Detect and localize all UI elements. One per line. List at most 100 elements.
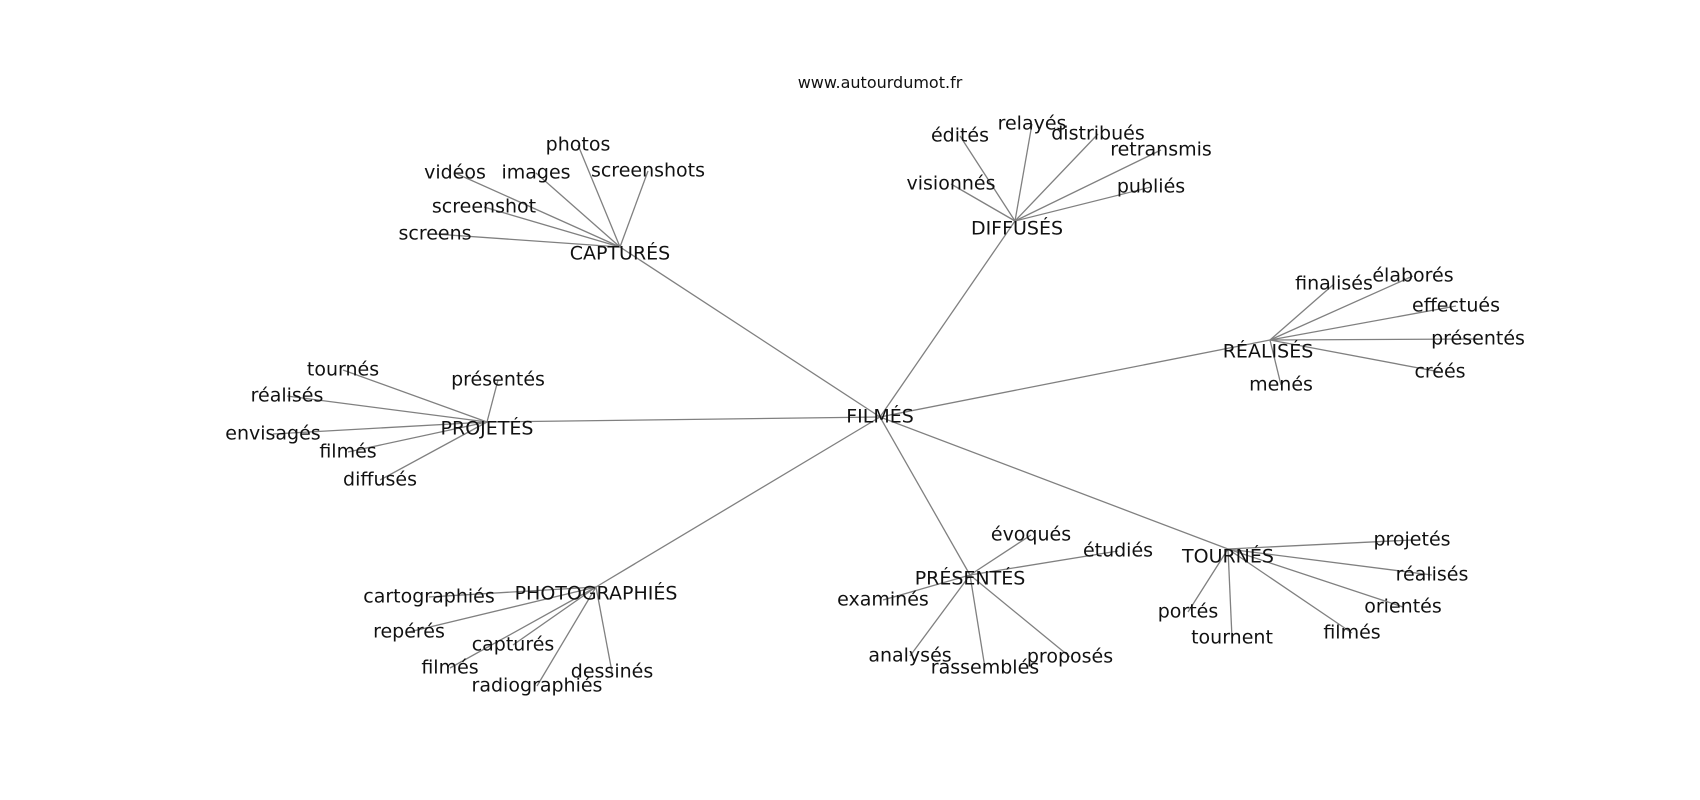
leaf-node: capturés (472, 634, 555, 656)
leaf-node: filmés (421, 657, 478, 679)
edge-photographies-leaf (512, 586, 597, 646)
edge-photographies-leaf (595, 586, 613, 673)
hub-node-captures: CAPTURÉS (570, 242, 671, 265)
leaf-node: photos (546, 134, 611, 156)
leaf-node: images (501, 162, 570, 184)
leaf-node: projetés (1373, 529, 1450, 551)
leaf-node: portés (1158, 601, 1219, 623)
leaf-node: menés (1249, 374, 1313, 396)
hub-node-projetes: PROJETÉS (441, 417, 534, 440)
hub-node-presentes: PRÉSENTÉS (915, 567, 1026, 590)
edge-presentes-leaf (882, 574, 971, 601)
leaf-node: filmés (319, 441, 376, 463)
edge-center-tournes (879, 416, 1229, 550)
edge-center-presentes (879, 416, 971, 576)
edge-diffuses-leaf (950, 183, 1016, 222)
leaf-node: effectués (1412, 295, 1500, 317)
edge-tournes-leaf (1227, 548, 1404, 608)
edge-center-diffuses (879, 220, 1016, 418)
leaf-node: réalisés (1396, 564, 1469, 586)
leaf-node: cartographiés (363, 586, 494, 608)
edge-diffuses-leaf (1014, 149, 1162, 222)
edge-diffuses-leaf (959, 135, 1016, 222)
edge-projetes-leaf (347, 421, 488, 453)
leaf-node: relayés (998, 113, 1067, 135)
edges-layer (272, 123, 1479, 687)
edge-center-photographies (595, 416, 881, 588)
site-url: www.autourdumot.fr (798, 73, 963, 92)
edge-presentes-leaf (969, 550, 1119, 576)
edge-captures-leaf (535, 172, 621, 248)
edge-presentes-leaf (969, 574, 1071, 658)
leaf-node: screenshots (591, 160, 705, 182)
leaf-node: présentés (451, 369, 545, 391)
edge-center-projetes (486, 416, 881, 423)
edge-tournes-leaf (1187, 548, 1229, 613)
leaf-node: vidéos (424, 162, 486, 184)
leaf-node: examinés (837, 589, 929, 611)
edge-realises-leaf (1269, 339, 1441, 373)
leaf-node: édités (931, 125, 989, 147)
edge-projetes-leaf (379, 421, 488, 481)
edge-realises-leaf (1269, 338, 1479, 341)
leaf-node: orientés (1364, 596, 1441, 618)
hub-node-diffuses: DIFFUSÉS (971, 217, 1063, 240)
edge-realises-leaf (1269, 305, 1457, 341)
edge-center-captures (619, 246, 881, 418)
leaf-node: étudiés (1083, 540, 1153, 562)
edge-realises-leaf (1269, 275, 1414, 341)
edge-projetes-leaf (486, 379, 499, 423)
edge-captures-leaf (454, 172, 621, 248)
edge-center-realises (879, 339, 1271, 418)
edge-realises-leaf (1269, 283, 1335, 341)
edge-photographies-leaf (449, 586, 597, 669)
edge-tournes-leaf (1227, 548, 1233, 639)
leaf-node: élaborés (1372, 265, 1453, 287)
leaf-node: tournent (1191, 627, 1273, 649)
leaf-node: diffusés (343, 469, 417, 491)
edge-tournes-leaf (1227, 539, 1413, 550)
hub-node-realises: RÉALISÉS (1223, 340, 1314, 363)
edge-photographies-leaf (408, 586, 597, 633)
edge-captures-leaf (434, 233, 621, 248)
edge-diffuses-leaf (1014, 123, 1033, 222)
leaf-node: présentés (1431, 328, 1525, 350)
edge-photographies-leaf (428, 586, 597, 598)
leaf-node: dessinés (571, 661, 653, 683)
leaf-node: envisagés (225, 423, 320, 445)
leaf-node: analysés (868, 645, 951, 667)
edge-photographies-leaf (536, 586, 597, 687)
labels-layer: photos images vidéos screenshots screenshot s… (225, 113, 1525, 697)
leaf-node: screenshot (432, 196, 536, 218)
leaf-node: créés (1414, 361, 1465, 383)
edge-presentes-leaf (909, 574, 971, 657)
leaf-node: tournés (307, 359, 379, 381)
edge-captures-leaf (619, 170, 649, 248)
edge-presentes-leaf (969, 574, 986, 669)
edge-captures-leaf (483, 206, 621, 248)
edge-projetes-leaf (286, 395, 488, 423)
edge-captures-leaf (577, 144, 621, 248)
leaf-node: réalisés (251, 385, 324, 407)
center-node: FILMÉS (846, 405, 914, 428)
leaf-node: rassemblés (931, 657, 1039, 679)
leaf-node: filmés (1323, 622, 1380, 644)
edge-tournes-leaf (1227, 548, 1353, 634)
leaf-node: finalisés (1295, 273, 1373, 295)
hub-node-tournes: TOURNÉS (1181, 545, 1274, 568)
edge-tournes-leaf (1227, 548, 1433, 576)
edge-diffuses-leaf (1014, 186, 1152, 222)
hub-node-photographies: PHOTOGRAPHIÉS (515, 582, 678, 605)
leaf-node: visionnés (907, 173, 996, 195)
leaf-node: repérés (373, 621, 445, 643)
leaf-node: radiographiés (472, 675, 603, 697)
edge-projetes-leaf (272, 421, 488, 435)
edge-diffuses-leaf (1014, 133, 1099, 222)
leaf-node: proposés (1027, 646, 1113, 668)
leaf-node: screens (398, 223, 471, 245)
edge-presentes-leaf (969, 534, 1032, 576)
leaf-node: retransmis (1110, 139, 1212, 161)
leaf-node: distribués (1051, 123, 1144, 145)
edge-realises-leaf (1269, 339, 1282, 386)
